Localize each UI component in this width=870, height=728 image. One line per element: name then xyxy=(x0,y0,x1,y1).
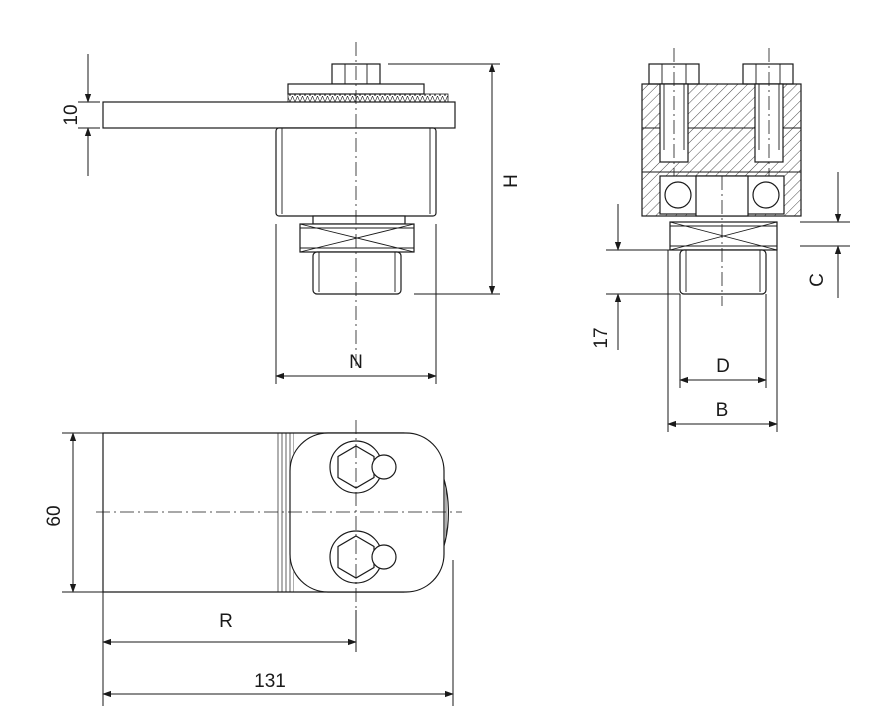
knurled-ring xyxy=(287,93,449,103)
dim-c-label: C xyxy=(807,273,828,287)
front-view: 10 H N xyxy=(61,42,522,384)
arm-plate xyxy=(102,101,456,129)
plan-pin-bottom xyxy=(371,544,397,570)
plan-view: 60 R 131 xyxy=(44,420,462,706)
side-section-view: C 17 D B xyxy=(591,48,850,432)
ball-right xyxy=(752,181,780,209)
dim-h-label: H xyxy=(501,174,522,188)
threaded-stud xyxy=(312,251,402,295)
dim-n-label: N xyxy=(349,352,363,373)
plan-inner-block xyxy=(289,432,445,593)
dim-r-label: R xyxy=(219,611,233,632)
dim-60-label: 60 xyxy=(44,505,65,526)
neck xyxy=(312,215,406,225)
dim-17-label: 17 xyxy=(591,327,612,348)
dim-10-label: 10 xyxy=(61,104,82,125)
side-stud xyxy=(679,249,767,295)
ball-left xyxy=(664,181,692,209)
dim-d-label: D xyxy=(716,356,730,377)
dim-b-label: B xyxy=(716,400,729,421)
dim-131-label: 131 xyxy=(254,671,286,692)
bolt-head-right xyxy=(742,63,794,85)
plan-pin-top xyxy=(371,454,397,480)
